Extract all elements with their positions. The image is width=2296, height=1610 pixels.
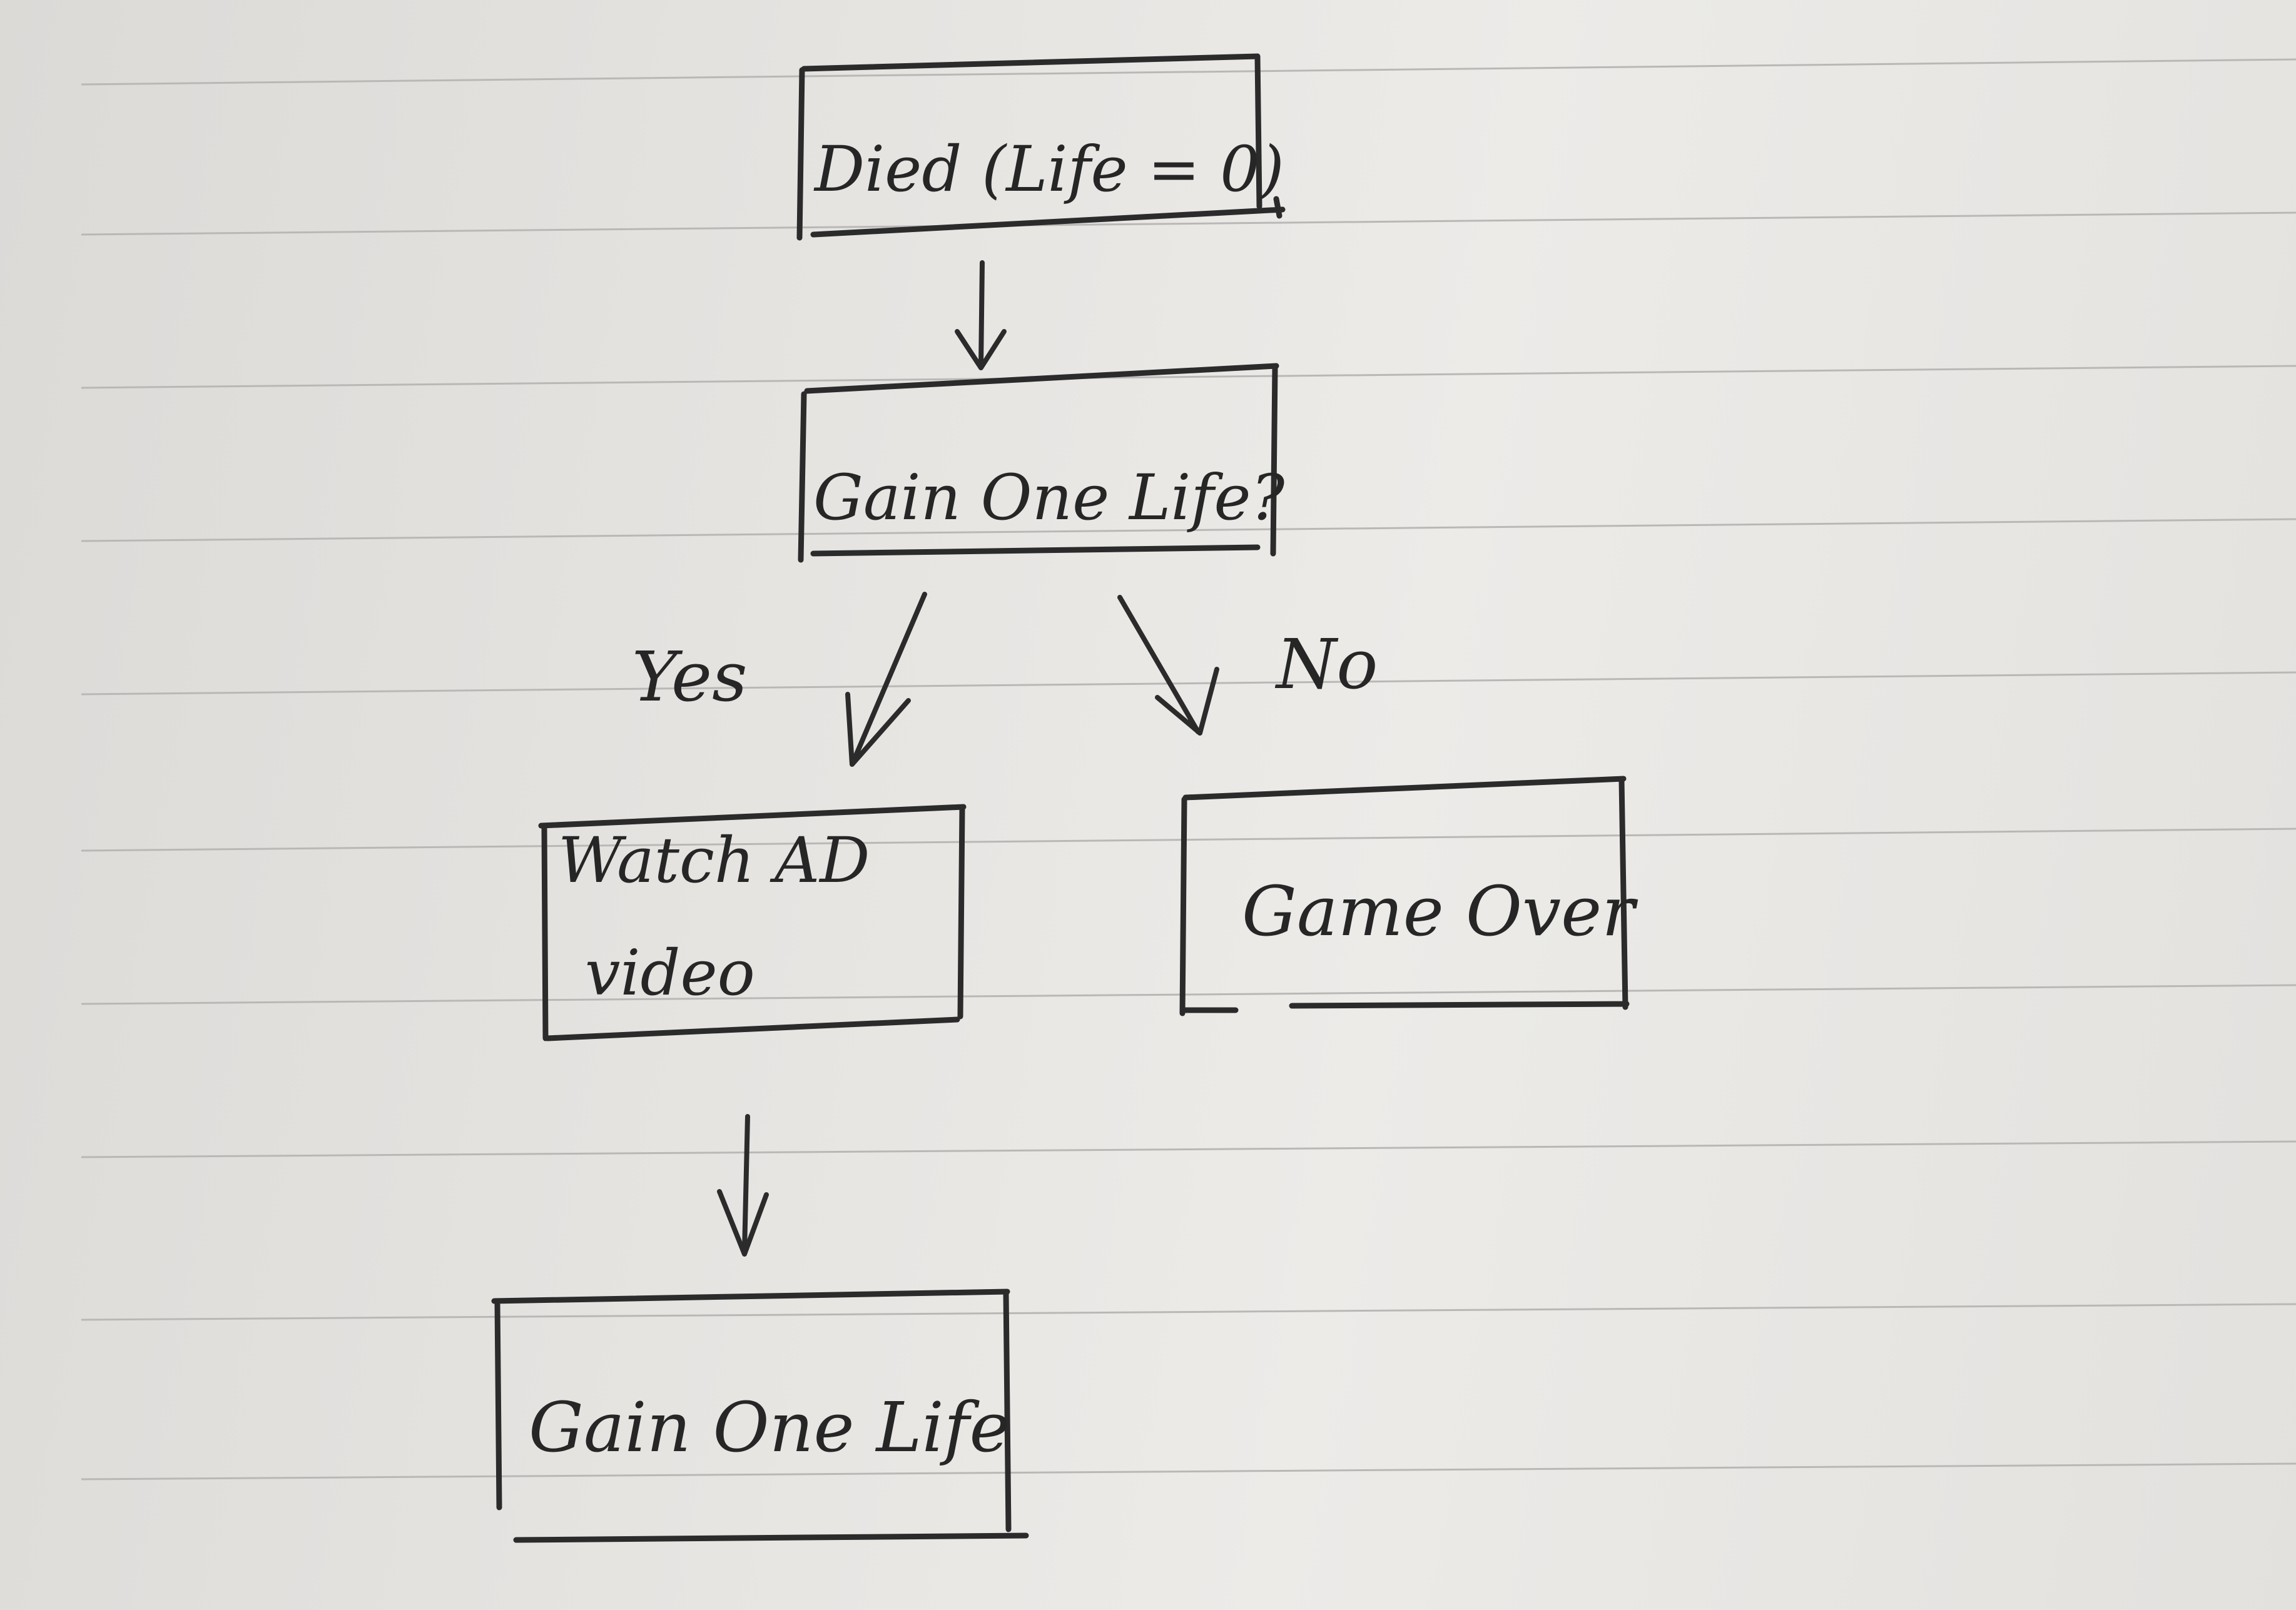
arrow-question-to-game-over: [1117, 595, 1219, 736]
node-game-over: Game Over: [1179, 776, 1638, 1016]
node-question: Gain One Life?: [798, 363, 1286, 563]
node-watch-ad: Watch AD video: [538, 804, 967, 1041]
edge-yes-label: Yes: [632, 637, 748, 717]
arrow-question-to-watch-ad: [845, 592, 927, 767]
node-question-label: Gain One Life?: [813, 461, 1286, 534]
node-gain-life: Gain One Life: [491, 1289, 1029, 1543]
node-watch-ad-line2: video: [585, 936, 755, 1010]
node-watch-ad-box: [538, 804, 967, 1041]
node-gain-life-box: [491, 1289, 1029, 1543]
node-watch-ad-line1: Watch AD: [558, 824, 870, 897]
arrow-died-to-question: [955, 260, 1007, 370]
node-died-box: [796, 53, 1286, 241]
node-game-over-label: Game Over: [1242, 871, 1638, 951]
edge-no-label: No: [1274, 624, 1378, 704]
arrow-watch-ad-to-gain-life: [717, 1114, 769, 1257]
node-game-over-box: [1179, 776, 1630, 1016]
node-died-label: Died (Life = 0): [813, 133, 1284, 206]
node-question-box: [798, 363, 1279, 563]
node-died: Died (Life = 0): [796, 53, 1286, 241]
ruled-lines: [81, 58, 2296, 1481]
node-gain-life-label: Gain One Life: [529, 1387, 1010, 1467]
